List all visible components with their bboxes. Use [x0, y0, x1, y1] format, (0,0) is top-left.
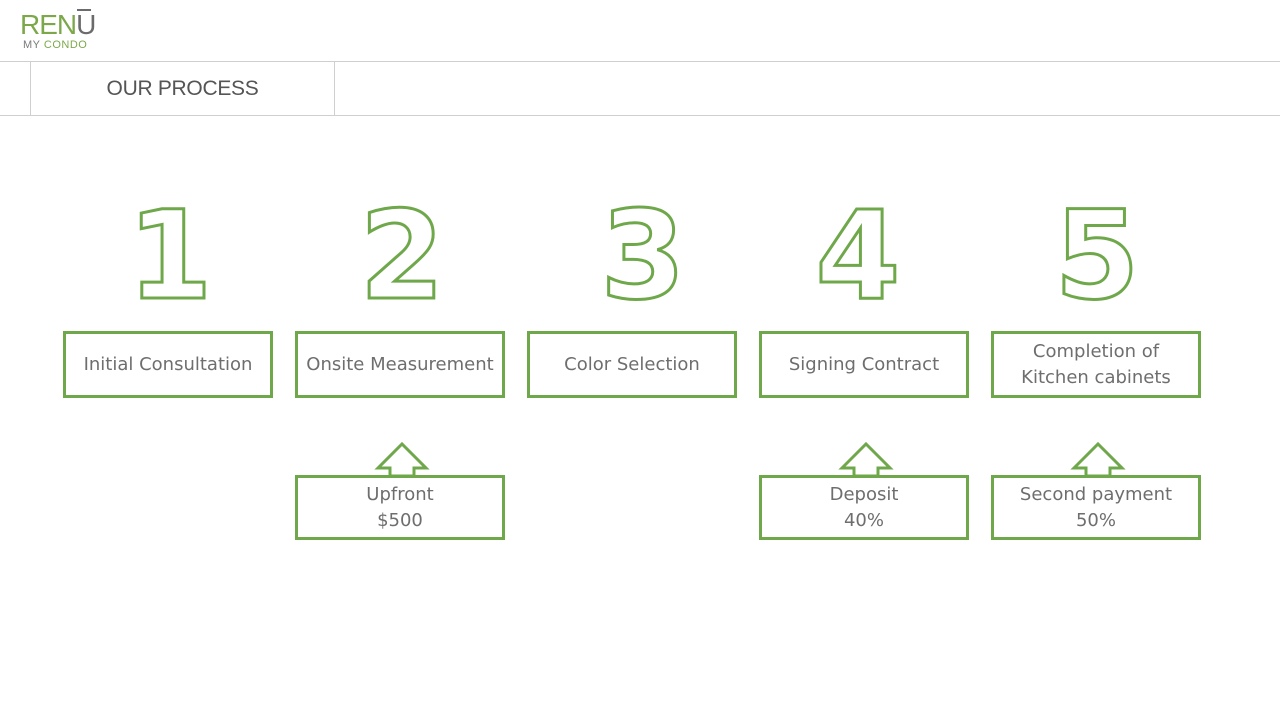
- title-divider-left: [30, 61, 31, 116]
- step-box-signing-contract: Signing Contract: [759, 331, 969, 398]
- payment-box-deposit: Deposit 40%: [759, 475, 969, 540]
- logo-sub-gray: MY: [23, 39, 41, 51]
- step-box-completion: Completion of Kitchen cabinets: [991, 331, 1201, 398]
- step-box-initial-consultation: Initial Consultation: [63, 331, 273, 398]
- logo-sub-green: CONDO: [43, 39, 88, 51]
- step-number-2: 2: [360, 190, 445, 320]
- logo-text-green: REN: [20, 9, 77, 40]
- renu-logo[interactable]: RENU MY CONDO: [20, 8, 100, 56]
- header-divider-bottom: [0, 115, 1280, 116]
- logo-text-gray: U: [76, 9, 96, 40]
- payment-box-second-payment: Second payment 50%: [991, 475, 1201, 540]
- up-arrow-icon: [1070, 441, 1126, 477]
- logo-macron: [77, 9, 91, 11]
- payment-box-upfront: Upfront $500: [295, 475, 505, 540]
- logo-wordmark: RENU: [20, 9, 96, 40]
- page-title: OUR PROCESS: [106, 77, 259, 100]
- step-numbers: 1 2 3 4 5: [126, 190, 1141, 320]
- logo-tagline: MY CONDO: [23, 39, 87, 51]
- up-arrow-icon: [374, 441, 430, 477]
- step-box-color-selection: Color Selection: [527, 331, 737, 398]
- step-number-3: 3: [601, 190, 686, 320]
- step-number-1: 1: [128, 190, 213, 320]
- step-number-4: 4: [816, 190, 901, 320]
- step-number-5: 5: [1055, 190, 1140, 320]
- step-box-onsite-measurement: Onsite Measurement: [295, 331, 505, 398]
- up-arrow-icon: [838, 441, 894, 477]
- title-divider-right: [334, 61, 335, 116]
- header-divider-top: [0, 61, 1280, 62]
